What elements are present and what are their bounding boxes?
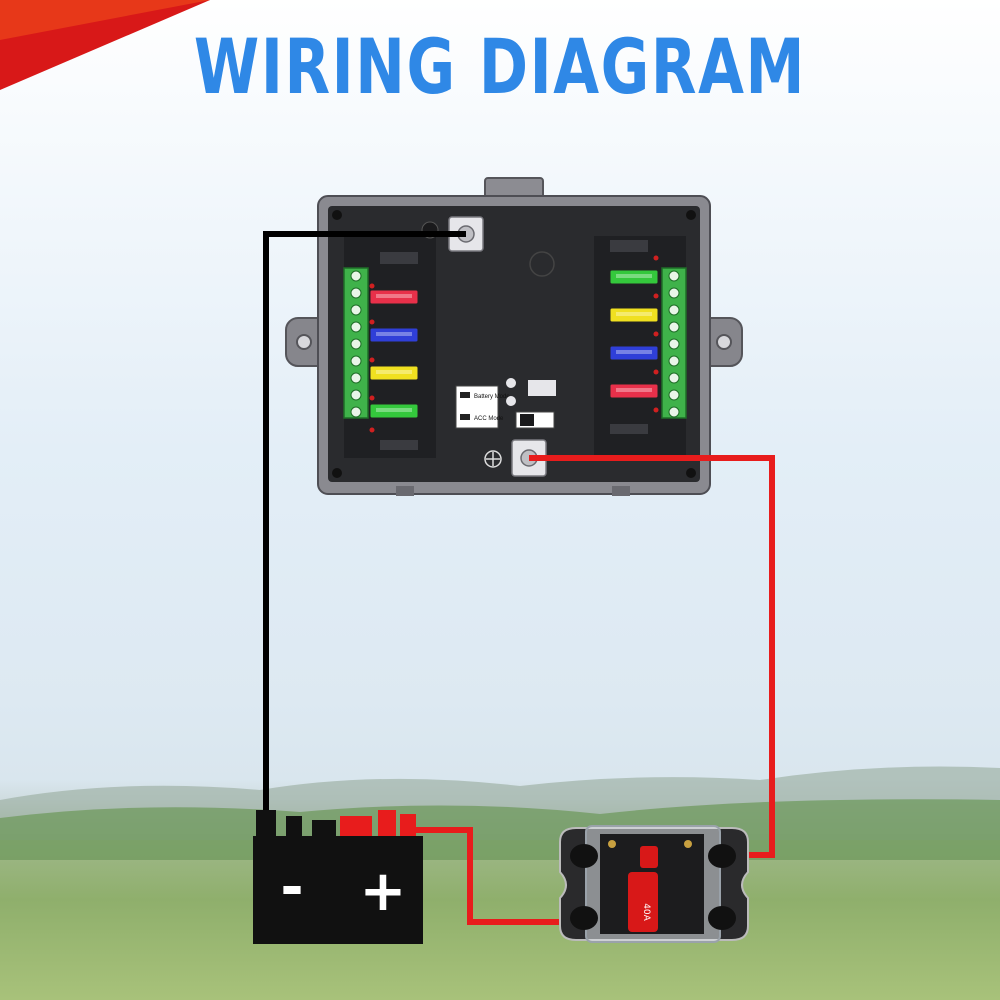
battery-positive-post: [400, 814, 416, 838]
mount-hole-left: [296, 334, 312, 350]
fuse-grip: [376, 370, 412, 374]
switch-icon: [460, 392, 470, 398]
connector-block: [610, 424, 648, 434]
battery-body: [253, 836, 423, 944]
battery-positive-post: [378, 810, 396, 838]
connector-block: [610, 240, 648, 252]
fuse-grip: [616, 312, 652, 316]
fuse-grip: [376, 332, 412, 336]
mount-hole-right: [716, 334, 732, 350]
negative-wire: [263, 231, 466, 828]
blade-fuse[interactable]: [609, 269, 659, 285]
corner-accent-highlight: [0, 0, 210, 40]
terminal-strip-right: [661, 267, 687, 419]
screw-icon: [684, 840, 692, 848]
fuse-grip: [376, 294, 412, 298]
button-icon: [506, 378, 516, 388]
screw-icon: [686, 468, 696, 478]
connector-block: [528, 380, 556, 396]
positive-symbol-icon: [484, 450, 502, 468]
bottom-clip: [396, 486, 414, 496]
battery: - +: [253, 810, 423, 944]
mode-legend: [455, 385, 499, 429]
fuse-grip: [616, 388, 652, 392]
blade-fuse[interactable]: [369, 403, 419, 419]
battery-positive-label: +: [360, 859, 407, 924]
blade-fuse[interactable]: [369, 289, 419, 305]
fuse-grip: [376, 408, 412, 412]
blade-fuse[interactable]: [609, 345, 659, 361]
fuse-box: Battery Mode ACC Mode: [285, 177, 743, 496]
screw-icon: [332, 210, 342, 220]
breaker-rating-label: 40A: [641, 903, 651, 921]
blade-fuse[interactable]: [369, 365, 419, 381]
battery-negative-label: -: [280, 855, 303, 920]
fuse-grip: [616, 274, 652, 278]
screw-icon: [608, 840, 616, 848]
tree-line: [0, 799, 1000, 860]
vent-circle: [529, 251, 555, 277]
connector-block: [380, 440, 418, 450]
bottom-clip: [612, 486, 630, 496]
screw-icon: [332, 468, 342, 478]
button-icon: [506, 396, 516, 406]
circuit-breaker: 40A: [559, 825, 749, 943]
breaker-lever[interactable]: [628, 872, 658, 932]
breaker-terminal: [708, 906, 736, 930]
blade-fuse[interactable]: [609, 307, 659, 323]
fuses-left: [369, 289, 419, 419]
fuses-right: [609, 269, 659, 399]
battery-negative-post: [312, 820, 336, 838]
positive-wire-battery: [400, 827, 586, 925]
fuse-grip: [616, 350, 652, 354]
indicator-leds: [369, 255, 659, 433]
battery-positive-post: [340, 816, 372, 838]
breaker-terminal: [570, 844, 598, 868]
battery-mode-label: Battery Mode: [474, 394, 510, 400]
breaker-reset-button[interactable]: [640, 846, 658, 868]
switch-icon: [460, 414, 470, 420]
breaker-terminal: [708, 844, 736, 868]
battery-negative-post: [256, 810, 276, 838]
mode-switch-knob: [520, 414, 534, 426]
breaker-terminal: [570, 906, 598, 930]
battery-negative-post: [286, 816, 302, 838]
connector-block: [380, 252, 418, 264]
blade-fuse[interactable]: [609, 383, 659, 399]
terminal-strip-left: [343, 267, 369, 419]
blade-fuse[interactable]: [369, 327, 419, 343]
page-title: WIRING DIAGRAM: [193, 22, 807, 111]
acc-mode-label: ACC Mode: [474, 416, 504, 422]
screw-icon: [686, 210, 696, 220]
